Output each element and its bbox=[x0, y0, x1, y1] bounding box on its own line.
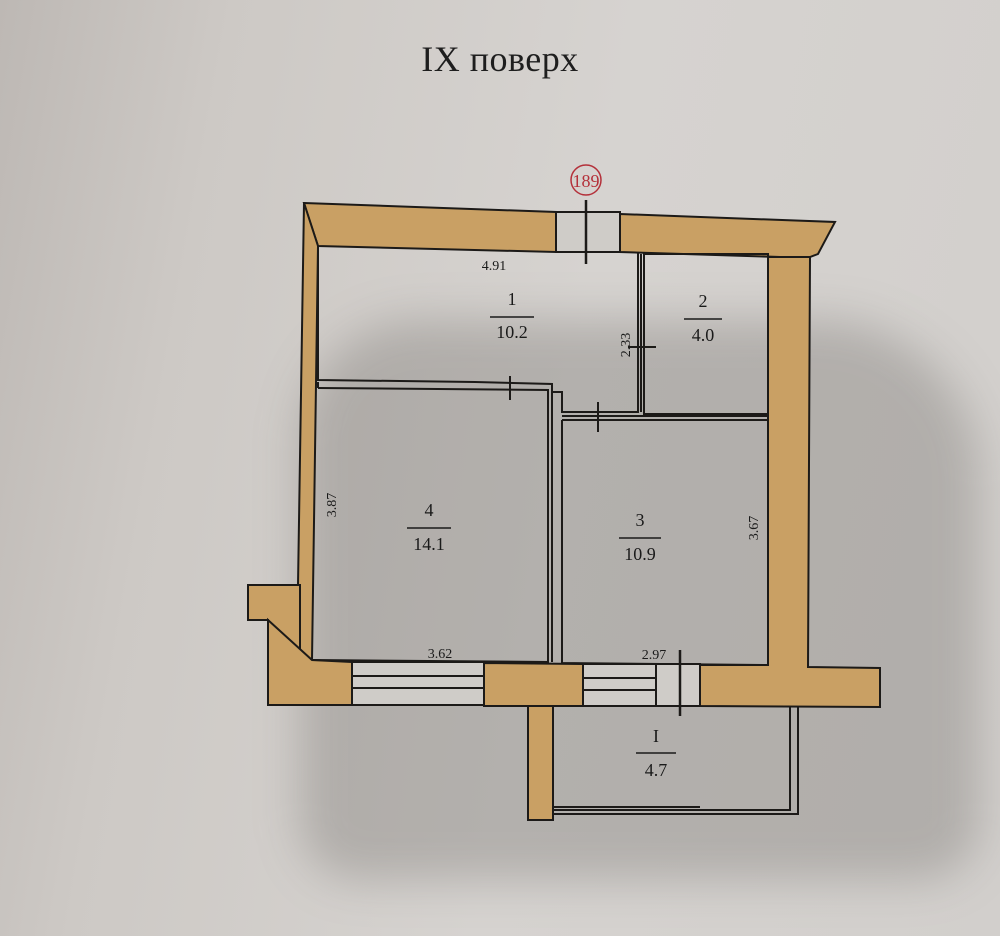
svg-text:3: 3 bbox=[636, 510, 645, 530]
apartment-number: 189 bbox=[573, 171, 600, 191]
dim-room4-height: 3.87 bbox=[325, 493, 340, 518]
dim-room3-height: 3.67 bbox=[747, 516, 762, 541]
balcony-label: I 4.7 bbox=[636, 726, 676, 780]
svg-text:10.9: 10.9 bbox=[624, 544, 656, 564]
svg-text:I: I bbox=[653, 726, 659, 746]
window-top bbox=[555, 200, 621, 264]
window-room3 bbox=[582, 650, 701, 716]
exterior-walls bbox=[247, 201, 881, 821]
svg-text:4.0: 4.0 bbox=[692, 325, 715, 345]
svg-text:10.2: 10.2 bbox=[496, 322, 528, 342]
svg-text:14.1: 14.1 bbox=[413, 534, 445, 554]
room-floors bbox=[311, 246, 769, 667]
svg-text:1: 1 bbox=[508, 289, 517, 309]
svg-text:2: 2 bbox=[699, 291, 708, 311]
room-3-label: 3 10.9 bbox=[619, 510, 661, 564]
door-marks bbox=[509, 346, 656, 432]
room-4-label: 4 14.1 bbox=[407, 500, 451, 554]
svg-text:4: 4 bbox=[425, 500, 434, 520]
room-2-label: 2 4.0 bbox=[684, 291, 722, 345]
dim-room1-width: 4.91 bbox=[482, 259, 507, 274]
room-1-label: 1 10.2 bbox=[490, 289, 534, 342]
apartment-stamp: 189 bbox=[570, 164, 602, 196]
floor-title: IX поверх bbox=[421, 39, 579, 79]
svg-text:4.7: 4.7 bbox=[645, 760, 668, 780]
photo-shadow bbox=[300, 320, 980, 880]
balcony bbox=[552, 706, 799, 815]
dim-room3-width: 2.97 bbox=[642, 648, 667, 663]
dim-room1-height: 2.33 bbox=[619, 333, 634, 358]
dim-room4-width: 3.62 bbox=[428, 647, 453, 662]
window-room4 bbox=[351, 661, 485, 706]
